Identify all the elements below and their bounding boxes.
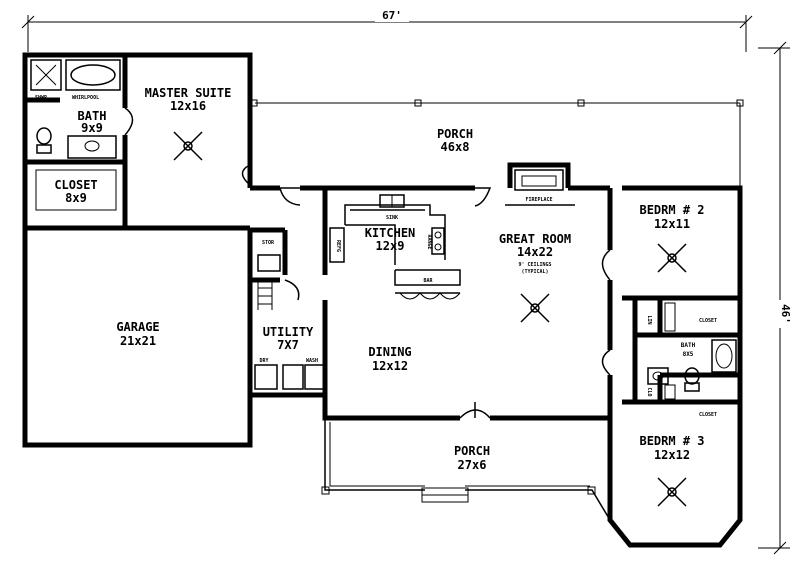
note-shower: SHWR <box>35 95 48 101</box>
interior-walls <box>25 55 740 405</box>
note-storage: STOR <box>262 240 275 246</box>
room-label-garage: GARAGE <box>116 320 159 334</box>
room-label-dining: DINING <box>368 345 411 359</box>
room-label-front-porch: PORCH <box>454 444 490 458</box>
room-label-bedroom-3: BEDRM # 3 <box>639 434 704 448</box>
room-size-kitchen: 12x9 <box>376 239 405 253</box>
room-label-utility: UTILITY <box>263 325 314 339</box>
room-label-master-closet: CLOSET <box>54 178 97 192</box>
depth-dimension-label: 46' <box>779 304 792 324</box>
room-size-master-suite: 12x16 <box>170 99 206 113</box>
ceiling-fan-icon <box>173 131 203 161</box>
room-size-master-bath: 9x9 <box>81 121 103 135</box>
ceiling-fan-icon <box>657 477 687 507</box>
note-sink: SINK <box>386 215 398 221</box>
room-label-great-room: GREAT ROOM <box>499 232 571 246</box>
note-linen: LIN <box>646 315 652 324</box>
room-label-rear-porch: PORCH <box>437 127 473 141</box>
room-label-bedroom-2: BEDRM # 2 <box>639 203 704 217</box>
room-size-front-porch: 27x6 <box>458 458 487 472</box>
master-bath-fixtures <box>30 59 121 159</box>
room-size-utility: 7X7 <box>277 338 299 352</box>
room-label-bath-2: BATH <box>681 342 696 349</box>
room-size-bedroom-2: 12x11 <box>654 217 690 231</box>
note-washer: WASH <box>306 358 318 364</box>
note-closet-small: CLO <box>646 387 652 396</box>
width-dimension-label: 67' <box>382 9 402 22</box>
front-porch-outline <box>321 418 611 521</box>
note-closet-bedroom-2: CLOSET <box>699 318 717 324</box>
note-whirlpool: WHIRLPOOL <box>72 95 99 101</box>
room-size-great-room: 14x22 <box>517 245 553 259</box>
utility-fixtures <box>254 254 326 390</box>
note-range: RANGE <box>426 234 432 249</box>
bath2-fixtures <box>647 302 737 400</box>
ceiling-fan-icon <box>520 293 550 323</box>
room-size-bedroom-3: 12x12 <box>654 448 690 462</box>
room-size-garage: 21x21 <box>120 334 156 348</box>
room-label-master-suite: MASTER SUITE <box>145 86 232 100</box>
note-fireplace: FIREPLACE <box>525 197 552 203</box>
room-size-rear-porch: 46x8 <box>441 140 470 154</box>
master-closet-shelf <box>35 169 117 211</box>
fireplace <box>505 169 575 206</box>
room-size-dining: 12x12 <box>372 359 408 373</box>
room-label-master-bath: BATH <box>78 109 107 123</box>
kitchen-counters <box>329 194 461 300</box>
note-refrigerator: REFG <box>335 240 341 252</box>
overall-depth-dimension <box>758 41 790 555</box>
note-closet-bedroom-3: CLOSET <box>699 412 717 418</box>
note-bar: BAR <box>423 278 433 284</box>
doors <box>124 107 611 419</box>
note-dryer: DRY <box>259 358 268 364</box>
room-label-kitchen: KITCHEN <box>365 226 416 240</box>
room-size-bath-2: 8X5 <box>683 351 694 358</box>
ceiling-fan-icon <box>657 243 687 273</box>
note-ceilings: 9' CEILINGS <box>518 262 551 268</box>
note-ceilings-typical: (TYPICAL) <box>521 269 548 275</box>
rear-porch-outline <box>250 99 744 188</box>
room-size-master-closet: 8x9 <box>65 191 87 205</box>
